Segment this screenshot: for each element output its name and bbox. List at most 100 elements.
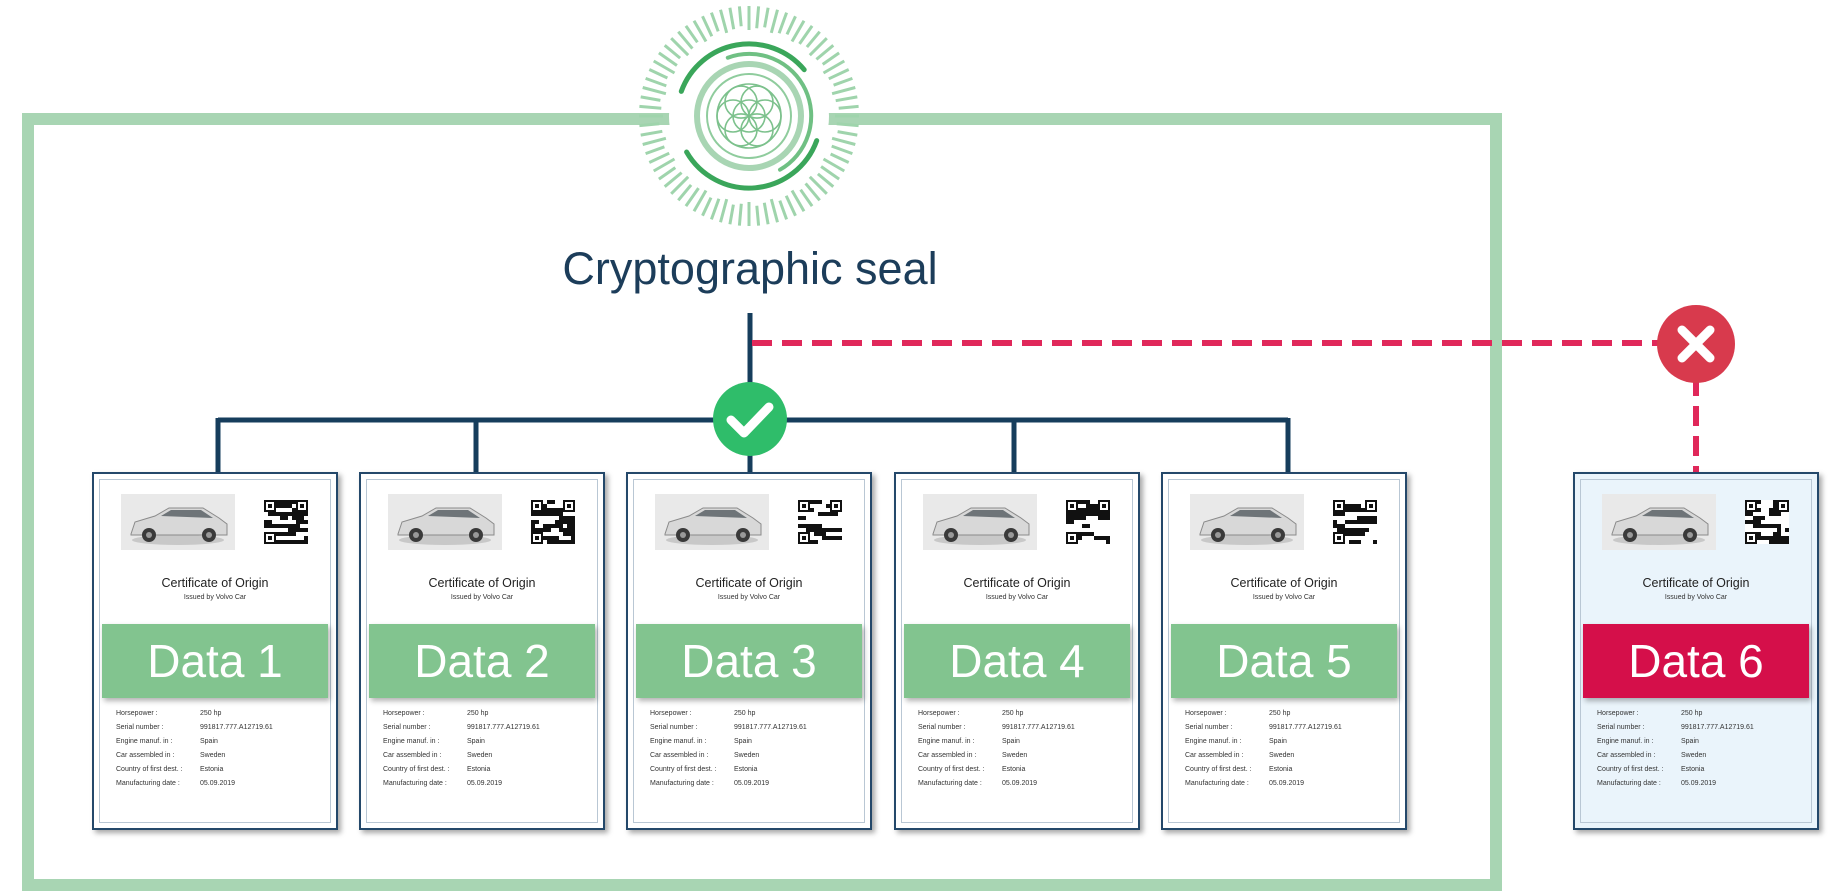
document-border	[901, 479, 1133, 823]
certificate-field: Horsepower :250 hp	[1597, 710, 1797, 720]
field-value: Sweden	[1269, 752, 1295, 759]
field-label: Serial number :	[1185, 724, 1233, 731]
certificate-field: Horsepower :250 hp	[383, 710, 583, 720]
field-value: Estonia	[1269, 766, 1293, 773]
field-label: Engine manuf. in :	[116, 738, 173, 745]
field-label: Country of first dest. :	[650, 766, 717, 773]
field-label: Horsepower :	[1185, 710, 1227, 717]
data-label-banner: Data 1	[102, 624, 328, 698]
field-label: Car assembled in :	[383, 752, 442, 759]
certificate-subtitle: Issued by Volvo Car	[1252, 594, 1316, 601]
field-value: Spain	[734, 738, 752, 745]
certificate-field: Engine manuf. in :Spain	[1597, 738, 1797, 748]
certificate-field: Horsepower :250 hp	[1185, 710, 1385, 720]
field-label: Engine manuf. in :	[918, 738, 975, 745]
certificate-field: Manufacturing date : 05.09.2019	[1597, 780, 1797, 790]
field-value: Spain	[1002, 738, 1020, 745]
field-value: Spain	[1681, 738, 1699, 745]
certificate-field: Car assembled in :Sweden	[650, 752, 850, 762]
field-value: Estonia	[734, 766, 758, 773]
document-border	[366, 479, 598, 823]
field-label: Serial number :	[1597, 724, 1645, 731]
certificate-field: Serial number : 991817.777.A12719.61	[383, 724, 583, 734]
field-value: 250 hp	[1681, 710, 1703, 717]
document-border	[1580, 479, 1812, 823]
field-value: 991817.777.A12719.61	[1681, 724, 1754, 731]
document-border	[99, 479, 331, 823]
field-label: Horsepower :	[116, 710, 158, 717]
certificate-title: Certificate of Origin	[963, 576, 1071, 590]
field-value: Spain	[200, 738, 218, 745]
field-value: Sweden	[734, 752, 760, 759]
field-value: 991817.777.A12719.61	[1269, 724, 1342, 731]
qr-code-icon	[1333, 500, 1377, 544]
car-photo	[655, 494, 769, 550]
check-mark-icon	[712, 381, 788, 457]
certificate-field: Country of first dest. : Estonia	[1185, 766, 1385, 776]
certificate-subtitle: Issued by Volvo Car	[183, 594, 247, 601]
field-label: Engine manuf. in :	[650, 738, 707, 745]
certificate-field: Horsepower :250 hp	[116, 710, 316, 720]
certificate-field: Country of first dest. :Estonia	[383, 766, 583, 776]
certificate-title: Certificate of Origin	[1642, 576, 1750, 590]
certificate-title: Certificate of Origin	[161, 576, 269, 590]
field-label: Serial number :	[116, 724, 164, 731]
certificate-field: Engine manuf. in :Spain	[1185, 738, 1385, 748]
field-value: 250 hp	[467, 710, 489, 717]
document-border	[633, 479, 865, 823]
certificate-field: Manufacturing date :05.09.2019	[650, 780, 850, 790]
certificate-title: Certificate of Origin	[1230, 576, 1338, 590]
field-label: Car assembled in :	[1185, 752, 1244, 759]
certificate-field: Car assembled in :Sweden	[1597, 752, 1797, 762]
certificate-field: Engine manuf. in : Spain	[918, 738, 1118, 748]
certificate-field: Car assembled in : Sweden	[383, 752, 583, 762]
field-label: Country of first dest. :	[1185, 766, 1252, 773]
field-label: Country of first dest. :	[116, 766, 183, 773]
qr-code-icon	[1745, 500, 1789, 544]
car-photo	[1602, 494, 1716, 550]
field-value: 05.09.2019	[1002, 780, 1038, 787]
certificate-field: Manufacturing date : 05.09.2019	[116, 780, 316, 790]
field-value: 991817.777.A12719.61	[467, 724, 540, 731]
certificate-field: Car assembled in :Sweden	[918, 752, 1118, 762]
field-value: 250 hp	[1002, 710, 1024, 717]
field-value: Estonia	[1681, 766, 1705, 773]
certificate-field: Country of first dest. : Estonia	[650, 766, 850, 776]
certificate-field: Manufacturing date :05.09.2019	[383, 780, 583, 790]
certificate-field: Car assembled in :Sweden	[116, 752, 316, 762]
field-label: Manufacturing date :	[1185, 780, 1249, 787]
certificate-field: Serial number :991817.777.A12719.61	[918, 724, 1118, 734]
car-photo	[923, 494, 1037, 550]
certificate-field: Engine manuf. in : Spain	[116, 738, 316, 748]
field-value: 05.09.2019	[200, 780, 236, 787]
field-value: Estonia	[200, 766, 224, 773]
field-value: Sweden	[467, 752, 493, 759]
field-value: 991817.777.A12719.61	[200, 724, 273, 731]
certificate-title: Certificate of Origin	[428, 576, 536, 590]
certificate-field: Car assembled in : Sweden	[1185, 752, 1385, 762]
certificate-field: Country of first dest. :Estonia	[918, 766, 1118, 776]
car-photo	[121, 494, 235, 550]
field-value: 05.09.2019	[734, 780, 770, 787]
flower-of-life-seal-icon	[637, 4, 861, 228]
certificate-field: Engine manuf. in : Spain	[650, 738, 850, 748]
field-label: Serial number :	[918, 724, 966, 731]
seal-title: Cryptographic seal	[562, 243, 938, 294]
data-label-banner: Data 4	[904, 624, 1130, 698]
certificate-field: Horsepower :250 hp	[918, 710, 1118, 720]
certificate-field: Serial number :991817.777.A12719.61	[650, 724, 850, 734]
data-label-banner: Data 2	[369, 624, 595, 698]
certificate-field: Serial number : 991817.777.A12719.61	[1185, 724, 1385, 734]
field-value: Sweden	[200, 752, 226, 759]
certificate-subtitle: Issued by Volvo Car	[717, 594, 781, 601]
certificate-field: Horsepower :250 hp	[650, 710, 850, 720]
field-label: Manufacturing date :	[1597, 780, 1661, 787]
field-label: Engine manuf. in :	[383, 738, 440, 745]
field-value: 05.09.2019	[1681, 780, 1717, 787]
field-value: 05.09.2019	[467, 780, 503, 787]
field-label: Manufacturing date :	[116, 780, 180, 787]
certificate-field: Serial number : 991817.777.A12719.61	[1597, 724, 1797, 734]
field-value: Spain	[1269, 738, 1287, 745]
field-label: Serial number :	[383, 724, 431, 731]
